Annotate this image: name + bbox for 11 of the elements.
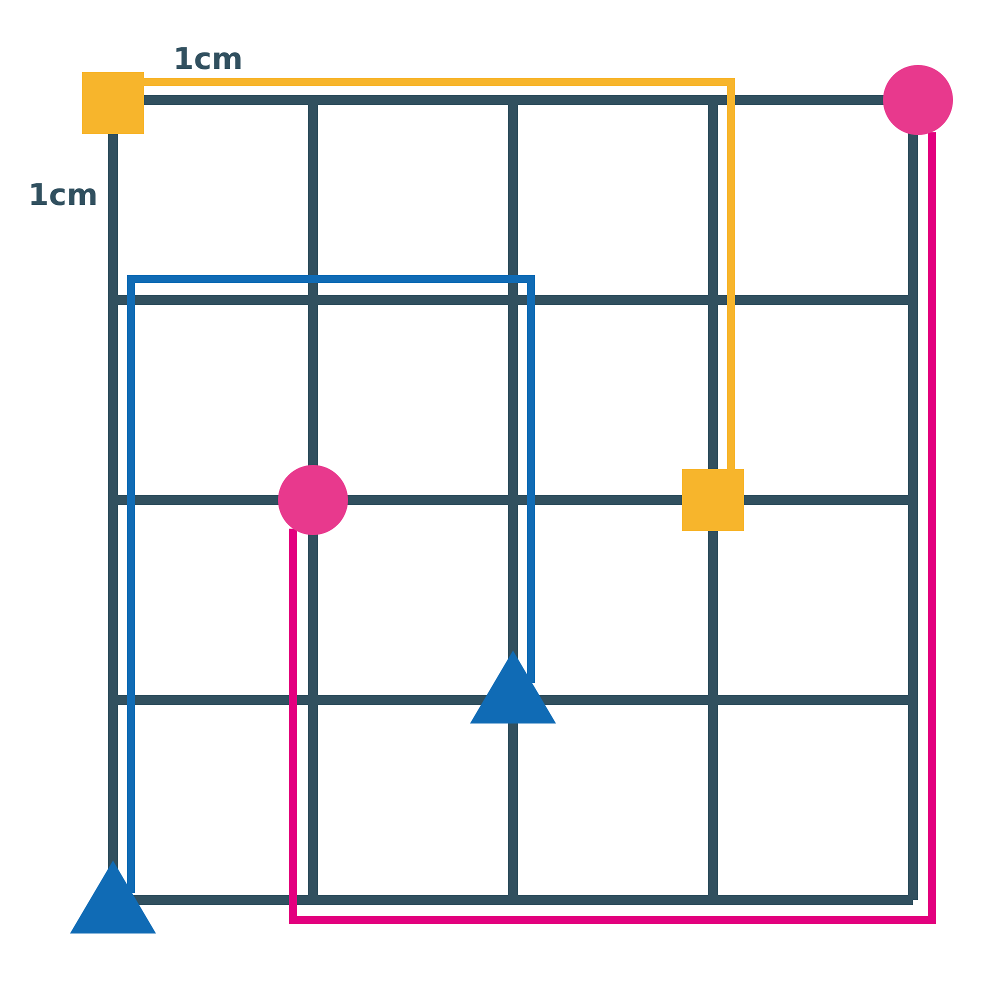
square-marker xyxy=(682,469,744,531)
path-line xyxy=(289,132,936,924)
triangle-marker xyxy=(470,650,556,724)
circle-marker xyxy=(278,465,348,535)
triangle-marker xyxy=(70,860,156,934)
dimension-label: 1cm xyxy=(28,178,98,213)
path-line xyxy=(127,275,535,894)
square-marker xyxy=(82,72,144,134)
circle-marker xyxy=(883,65,953,135)
dimension-label: 1cm xyxy=(173,42,243,77)
path-line xyxy=(144,78,735,469)
